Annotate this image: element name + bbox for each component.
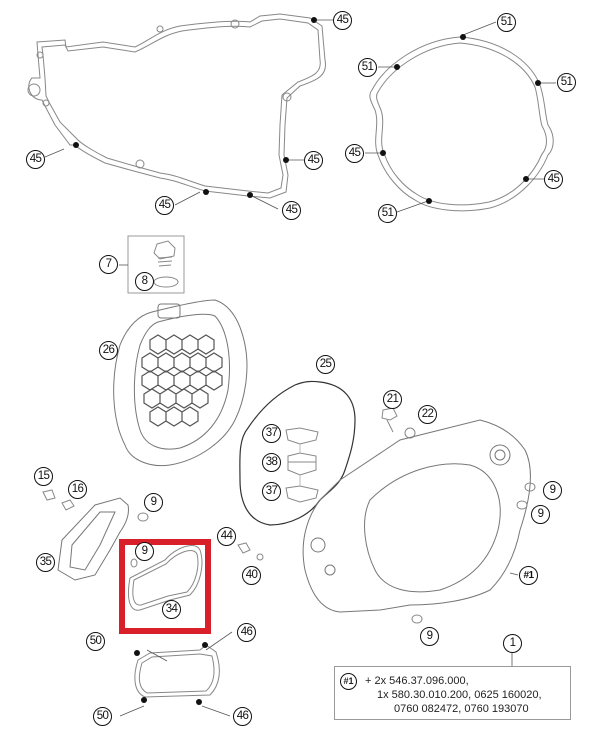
note-line-1: + 2x 546.37.096.000, (365, 675, 469, 687)
callout-44[interactable]: 44 (217, 527, 236, 546)
water-pump-gasket (127, 545, 203, 611)
callout-45[interactable]: 45 (155, 196, 174, 215)
callout-1[interactable]: 1 (503, 634, 522, 653)
clutch-cover (302, 419, 531, 613)
cover-gasket-25 (239, 380, 356, 526)
highlighted-part-frame (119, 539, 211, 634)
ignition-cover (113, 299, 248, 467)
callout-21[interactable]: 21 (383, 390, 402, 409)
callout-40[interactable]: 40 (242, 566, 261, 585)
callout-9[interactable]: 9 (420, 627, 439, 646)
note-line-3: 0760 082472, 0760 193070 (394, 703, 529, 715)
callout-45[interactable]: 45 (544, 170, 563, 189)
callout-45[interactable]: 45 (304, 151, 323, 170)
callout-45[interactable]: 45 (345, 144, 364, 163)
callout-9[interactable]: 9 (144, 493, 163, 512)
callout-51[interactable]: 51 (497, 13, 516, 32)
callout-50[interactable]: 50 (93, 707, 112, 726)
parts-note: #1 + 2x 546.37.096.000, 1x 580.30.010.20… (334, 666, 571, 720)
callout-9[interactable]: 9 (543, 481, 562, 500)
callout-34[interactable]: 34 (162, 600, 181, 619)
callout-45[interactable]: 45 (26, 150, 45, 169)
callout-51[interactable]: 51 (358, 58, 377, 77)
note-ref-badge: #1 (340, 673, 357, 690)
callout-38[interactable]: 38 (262, 453, 281, 472)
callout-51[interactable]: 51 (378, 204, 397, 223)
callout-51[interactable]: 51 (557, 73, 576, 92)
callout-7[interactable]: 7 (99, 255, 118, 274)
water-pump-small-gasket (134, 644, 220, 698)
callout-45[interactable]: 45 (282, 201, 301, 220)
callout-9[interactable]: 9 (135, 542, 154, 561)
callout-50[interactable]: 50 (86, 632, 105, 651)
callout-8[interactable]: 8 (135, 272, 154, 291)
callout-37[interactable]: 37 (262, 424, 281, 443)
note-line-2: 1x 580.30.010.200, 0625 160020, (377, 689, 542, 701)
callout-22[interactable]: 22 (418, 405, 437, 424)
callout-35[interactable]: 35 (36, 553, 55, 572)
callout-25[interactable]: 25 (316, 355, 335, 374)
water-pump-cover (57, 497, 129, 581)
callout-9[interactable]: 9 (531, 505, 550, 524)
callout-45[interactable]: 45 (333, 11, 352, 30)
callout-ref-1[interactable]: #1 (519, 566, 538, 585)
callout-16[interactable]: 16 (68, 480, 87, 499)
callout-46[interactable]: 46 (237, 623, 256, 642)
callout-37[interactable]: 37 (262, 482, 281, 501)
clutch-cover-gasket (28, 13, 327, 199)
callout-46[interactable]: 46 (233, 707, 252, 726)
ignition-cover-gasket (369, 36, 554, 212)
callout-26[interactable]: 26 (99, 341, 118, 360)
callout-15[interactable]: 15 (34, 467, 53, 486)
